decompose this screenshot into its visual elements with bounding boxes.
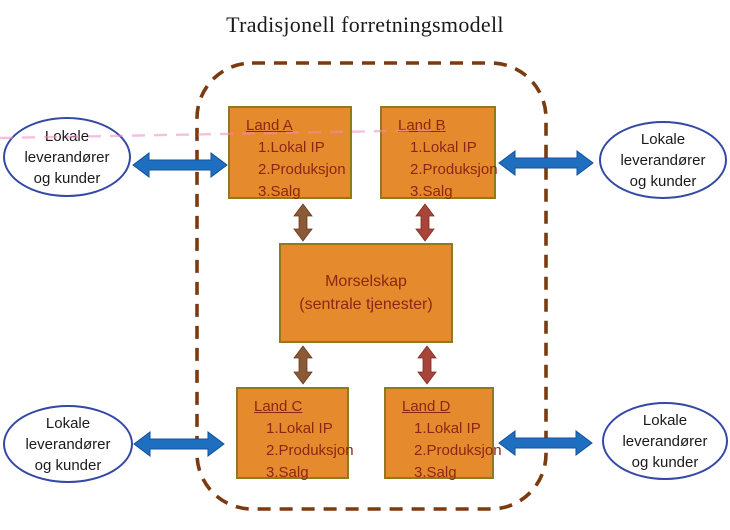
arrow-parent-landC <box>293 345 313 385</box>
arrow-bottom-right <box>498 430 593 456</box>
node-land-c-item: 3.Salg <box>266 464 309 481</box>
ellipse-label-line: Lokale <box>45 414 91 432</box>
arrow-landA-parent <box>293 203 313 242</box>
ellipse-label-line: leverandører <box>622 432 708 450</box>
node-land-b-heading: Land B <box>398 117 446 134</box>
arrow-landB-parent <box>415 203 435 242</box>
ellipse-label-line: leverandører <box>620 151 706 169</box>
ellipse-label-line: Lokale <box>44 127 90 145</box>
node-parent-company-line: (sentrale tjenester) <box>299 296 433 313</box>
node-land-d-item: 3.Salg <box>414 464 457 481</box>
node-land-b-item: 3.Salg <box>410 183 453 200</box>
ellipse-label-line: leverandører <box>24 148 110 166</box>
node-land-c-item: 1.Lokal IP <box>266 420 333 437</box>
ellipse-suppliers-bottom-left: Lokale leverandører og kunder <box>3 405 133 483</box>
node-land-c-item: 2.Produksjon <box>266 442 354 459</box>
node-land-c-heading: Land C <box>254 398 303 415</box>
arrow-top-left <box>132 152 228 178</box>
node-land-d: Land D 1.Lokal IP 2.Produksjon 3.Salg <box>384 387 502 481</box>
node-land-d-heading: Land D <box>402 398 451 415</box>
node-land-a-item: 3.Salg <box>258 183 301 200</box>
ellipse-suppliers-top-left: Lokale leverandører og kunder <box>3 117 131 197</box>
node-land-c: Land C 1.Lokal IP 2.Produksjon 3.Salg <box>236 387 354 481</box>
ellipse-suppliers-bottom-right: Lokale leverandører og kunder <box>602 402 728 480</box>
arrow-bottom-left <box>133 431 225 457</box>
node-land-a-heading: Land A <box>246 117 293 134</box>
arrow-top-right <box>498 150 594 176</box>
ellipse-label-line: Lokale <box>642 411 688 429</box>
node-land-a: Land A 1.Lokal IP 2.Produksjon 3.Salg <box>228 106 352 200</box>
node-parent-company-line: Morselskap <box>325 273 407 290</box>
node-land-b-item: 2.Produksjon <box>410 161 498 178</box>
ellipse-suppliers-top-right: Lokale leverandører og kunder <box>599 121 727 199</box>
diagram-title: Tradisjonell forretningsmodell <box>226 12 504 37</box>
node-land-b-item: 1.Lokal IP <box>410 139 477 156</box>
ellipse-label-line: Lokale <box>640 130 686 148</box>
node-parent-company: Morselskap (sentrale tjenester) <box>279 243 453 343</box>
node-land-d-item: 2.Produksjon <box>414 442 502 459</box>
node-land-a-item: 2.Produksjon <box>258 161 346 178</box>
node-land-b: Land B 1.Lokal IP 2.Produksjon 3.Salg <box>380 106 498 200</box>
ellipse-label-line: og kunder <box>34 456 102 474</box>
node-land-d-item: 1.Lokal IP <box>414 420 481 437</box>
ellipse-label-line: og kunder <box>629 172 697 190</box>
ellipse-label-line: leverandører <box>25 435 111 453</box>
ellipse-label-line: og kunder <box>33 169 101 187</box>
node-land-a-item: 1.Lokal IP <box>258 139 325 156</box>
arrow-parent-landD <box>417 345 437 385</box>
ellipse-label-line: og kunder <box>631 453 699 471</box>
